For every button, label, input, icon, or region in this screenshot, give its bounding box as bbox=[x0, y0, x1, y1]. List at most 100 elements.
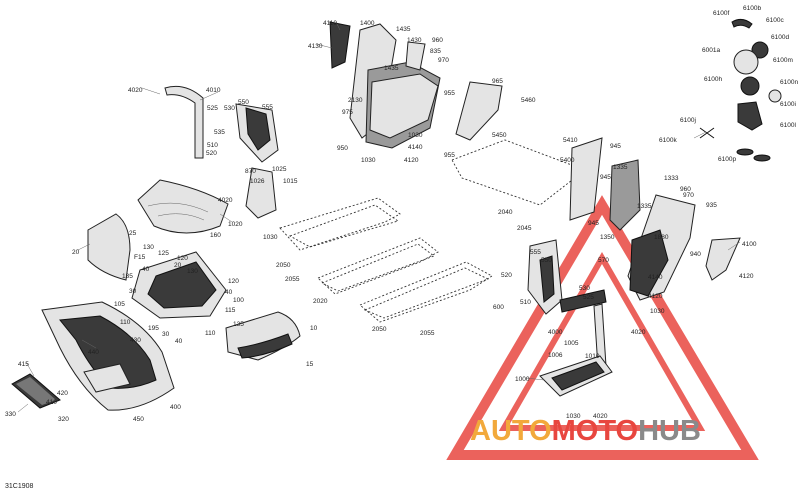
callout-570: 570 bbox=[598, 257, 609, 264]
callout-835: 835 bbox=[430, 48, 441, 55]
callout-115: 115 bbox=[225, 307, 236, 314]
callout-6100b: 6100b bbox=[743, 5, 761, 12]
callout-6100d: 6100d bbox=[771, 34, 789, 41]
callout-4100: 4100 bbox=[742, 241, 757, 248]
callout-6100i: 6100i bbox=[780, 101, 796, 108]
side-panel-5460 bbox=[455, 81, 503, 141]
callout-450: 450 bbox=[133, 416, 144, 423]
callout-525: 525 bbox=[207, 105, 218, 112]
leader-lines bbox=[17, 21, 741, 413]
callout-400: 400 bbox=[170, 404, 181, 411]
callout-130: 130 bbox=[187, 268, 198, 275]
callout-4000: 4000 bbox=[548, 329, 563, 336]
callout-410: 410 bbox=[46, 399, 57, 406]
headlight-cover bbox=[225, 311, 301, 361]
front-bumper bbox=[41, 301, 175, 411]
callout-510: 510 bbox=[207, 142, 218, 149]
callout-1030: 1030 bbox=[263, 234, 278, 241]
callout-330: 330 bbox=[5, 411, 16, 418]
callout-1400: 1400 bbox=[360, 20, 375, 27]
callout-2020: 2020 bbox=[313, 298, 328, 305]
callout-550: 550 bbox=[238, 99, 249, 106]
callout-110: 110 bbox=[205, 330, 216, 337]
callout-40: 40 bbox=[175, 338, 183, 345]
callout-4130: 4130 bbox=[308, 43, 323, 50]
callout-1010: 1010 bbox=[585, 353, 600, 360]
callout-40: 40 bbox=[225, 289, 233, 296]
callout-4020: 4020 bbox=[128, 87, 143, 94]
callout-940: 940 bbox=[690, 251, 701, 258]
callout-1015: 1015 bbox=[283, 178, 298, 185]
rear-brackets bbox=[527, 239, 613, 397]
callout-440: 440 bbox=[88, 349, 99, 356]
callout-30: 30 bbox=[129, 288, 137, 295]
callout-1435: 1435 bbox=[396, 26, 411, 33]
callout-6100l: 6100l bbox=[780, 122, 796, 129]
callout-2050: 2050 bbox=[372, 326, 387, 333]
floor-mats bbox=[279, 139, 586, 323]
callout-4140: 4140 bbox=[408, 144, 423, 151]
watermark-hub: HUB bbox=[638, 415, 701, 447]
right-side-panels bbox=[569, 137, 741, 301]
callout-950: 950 bbox=[337, 145, 348, 152]
callout-100: 100 bbox=[233, 297, 244, 304]
watermark-logo: AUTOMOTOHUB bbox=[470, 415, 701, 447]
callout-2055: 2055 bbox=[420, 330, 435, 337]
callout-320: 320 bbox=[58, 416, 69, 423]
callout-5460: 5460 bbox=[521, 97, 536, 104]
callout-1030: 1030 bbox=[408, 132, 423, 139]
callout-F15: F15 bbox=[134, 254, 146, 261]
callout-520: 520 bbox=[206, 150, 217, 157]
callout-535: 535 bbox=[214, 129, 225, 136]
callout-1435: 1435 bbox=[384, 65, 399, 72]
callout-4120: 4120 bbox=[404, 157, 419, 164]
callout-135: 135 bbox=[122, 273, 133, 280]
callout-1005: 1005 bbox=[564, 340, 579, 347]
left-fender bbox=[87, 213, 131, 281]
callout-525: 525 bbox=[583, 294, 594, 301]
callout-965: 965 bbox=[492, 78, 503, 85]
watermark-triangle bbox=[446, 195, 759, 460]
callout-6100n: 6100n bbox=[780, 79, 798, 86]
callout-960: 960 bbox=[680, 186, 691, 193]
callout-1333: 1333 bbox=[664, 175, 679, 182]
drawing-reference: 31C1908 bbox=[5, 483, 34, 490]
watermark-moto: MOTO bbox=[552, 415, 638, 447]
callout-2055: 2055 bbox=[285, 276, 300, 283]
callout-15: 15 bbox=[306, 361, 314, 368]
callout-135: 135 bbox=[233, 321, 244, 328]
callout-40: 40 bbox=[142, 266, 150, 273]
callout-1880: 1880 bbox=[654, 234, 669, 241]
callout-520: 520 bbox=[501, 272, 512, 279]
front-frame bbox=[131, 251, 227, 319]
callout-4120: 4120 bbox=[739, 273, 754, 280]
callout-25: 25 bbox=[129, 230, 137, 237]
callout-945: 945 bbox=[610, 143, 621, 150]
callout-4020: 4020 bbox=[631, 329, 646, 336]
callout-945: 945 bbox=[600, 174, 611, 181]
callout-30: 30 bbox=[162, 331, 170, 338]
callout-1335: 1335 bbox=[637, 203, 652, 210]
callout-2130: 2130 bbox=[348, 97, 363, 104]
callout-4020: 4020 bbox=[593, 413, 608, 420]
callout-960: 960 bbox=[432, 37, 443, 44]
callout-6100f: 6100f bbox=[713, 10, 729, 17]
callout-945: 945 bbox=[588, 220, 599, 227]
callout-20: 20 bbox=[72, 249, 80, 256]
grille-mesh bbox=[11, 373, 61, 409]
callout-970: 970 bbox=[683, 192, 694, 199]
callout-5400: 5400 bbox=[560, 157, 575, 164]
callout-1025: 1025 bbox=[272, 166, 287, 173]
callout-4140: 4140 bbox=[648, 274, 663, 281]
callout-1030: 1030 bbox=[361, 157, 376, 164]
callout-510: 510 bbox=[520, 299, 531, 306]
callout-120: 120 bbox=[228, 278, 239, 285]
callout-2050: 2050 bbox=[276, 262, 291, 269]
front-upper-left-parts bbox=[164, 85, 279, 219]
callout-5450: 5450 bbox=[492, 132, 507, 139]
callout-955: 955 bbox=[444, 152, 455, 159]
callout-4120: 4120 bbox=[648, 293, 663, 300]
callout-130: 130 bbox=[143, 244, 154, 251]
callout-420: 420 bbox=[57, 390, 68, 397]
